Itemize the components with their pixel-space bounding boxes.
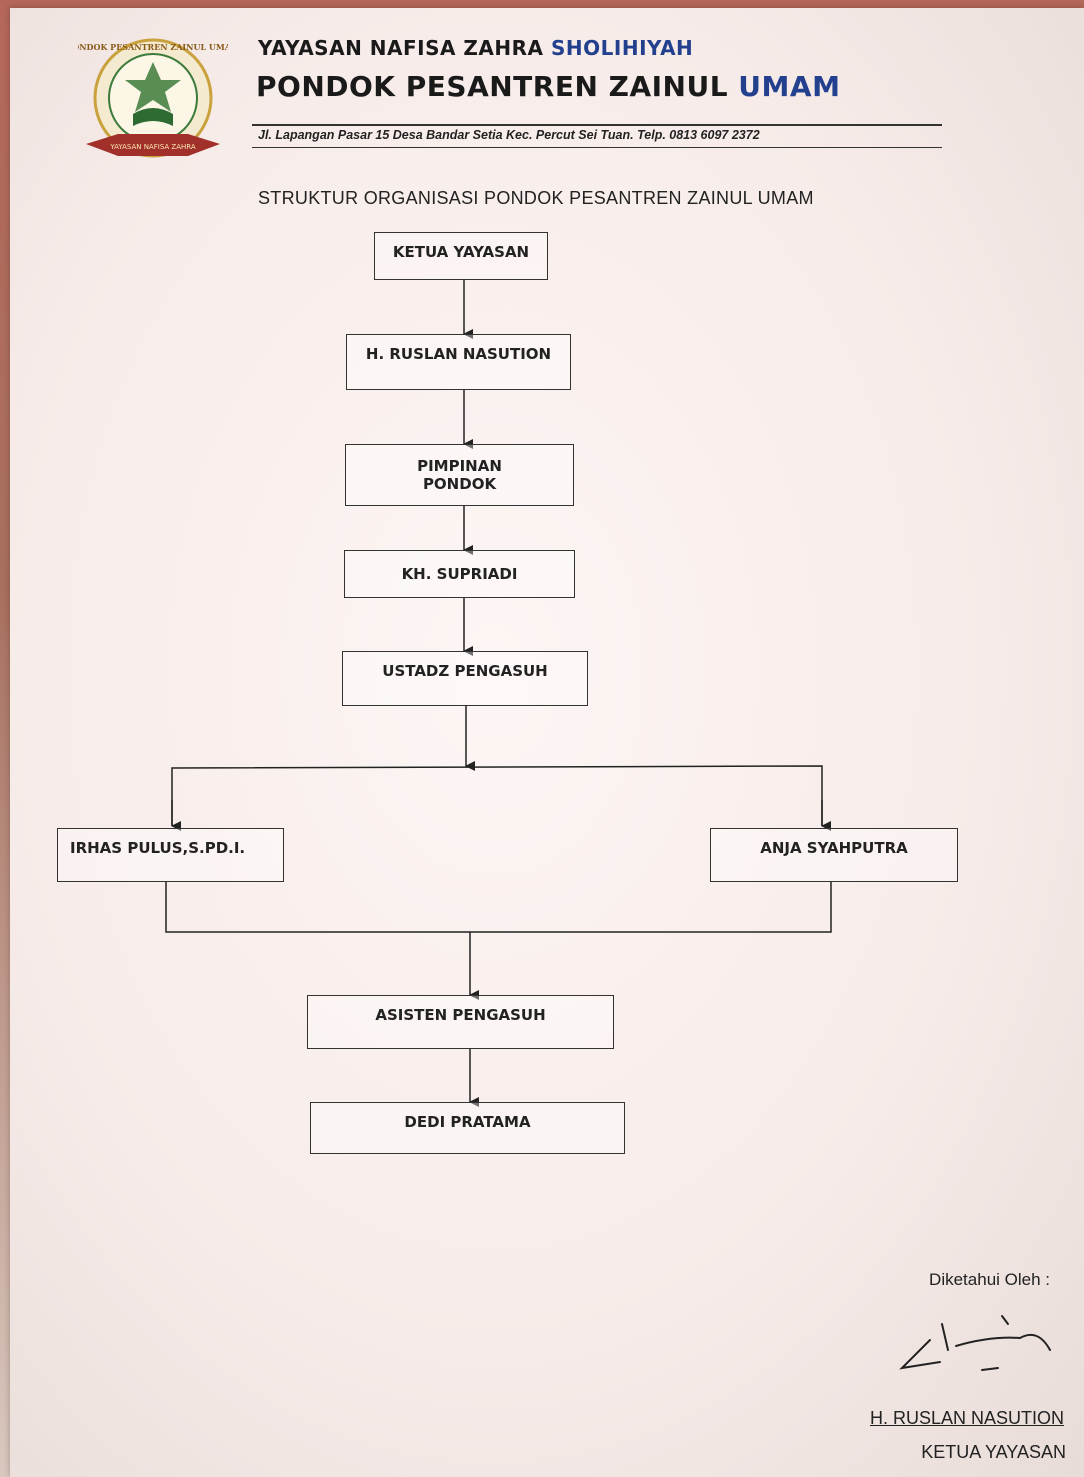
signer-role: KETUA YAYASAN — [921, 1442, 1066, 1462]
signer-name: H. RUSLAN NASUTION — [869, 1408, 1064, 1428]
svg-text:PONDOK PESANTREN ZAINUL UMAM: PONDOK PESANTREN ZAINUL UMAM — [78, 42, 228, 52]
svg-text:YAYASAN NAFISA ZAHRA: YAYASAN NAFISA ZAHRA — [109, 143, 195, 151]
school-logo: YAYASAN NAFISA ZAHRA PONDOK PESANTREN ZA… — [78, 38, 228, 158]
branch-line — [171, 765, 823, 826]
merge-line — [165, 882, 832, 933]
box-ketua-yayasan: KETUA YAYASAN — [374, 232, 548, 280]
box-asisten-pengasuh: ASISTEN PENGASUH — [307, 995, 614, 1049]
box-ruslan-nasution: H. RUSLAN NASUTION — [346, 334, 571, 390]
handwritten-signature — [899, 1315, 1051, 1371]
header-rule-top — [252, 124, 942, 126]
school-name: PONDOK PESANTREN ZAINUL UMAM — [256, 70, 841, 103]
header-rule-bottom — [252, 147, 942, 148]
box-pimpinan-pondok: PIMPINAN PONDOK — [345, 444, 574, 506]
known-by-label: Diketahui Oleh : — [929, 1270, 1050, 1289]
box-supriadi: KH. SUPRIADI — [344, 550, 575, 598]
school-address: Jl. Lapangan Pasar 15 Desa Bandar Setia … — [258, 128, 760, 142]
document-title: STRUKTUR ORGANISASI PONDOK PESANTREN ZAI… — [258, 188, 814, 208]
pimpinan-label-line1: PIMPINAN — [417, 457, 502, 475]
box-dedi-pratama: DEDI PRATAMA — [310, 1102, 625, 1154]
box-ustadz-pengasuh: USTADZ PENGASUH — [342, 651, 588, 706]
box-anja-syahputra: ANJA SYAHPUTRA — [710, 828, 958, 882]
foundation-name: YAYASAN NAFISA ZAHRA SHOLIHIYAH — [258, 36, 694, 60]
pimpinan-label-line2: PONDOK — [422, 475, 497, 493]
box-irhas-pulus: IRHAS PULUS,S.PD.I. — [57, 828, 284, 882]
